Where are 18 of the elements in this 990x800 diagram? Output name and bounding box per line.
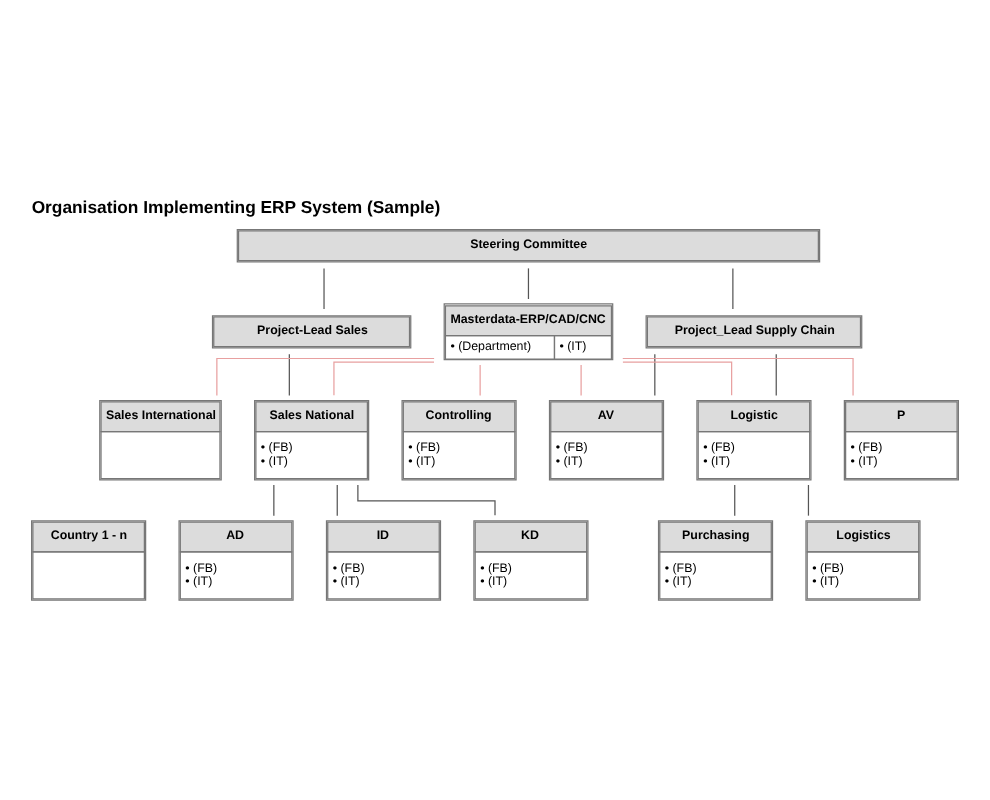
- connector: [622, 357, 854, 397]
- connector: [654, 353, 656, 397]
- connector: [323, 267, 325, 310]
- connector: [807, 484, 810, 517]
- connector: [732, 267, 734, 310]
- connector: [734, 484, 736, 517]
- diagram-title: Organisation Implementing ERP System (Sample): [31, 196, 441, 217]
- connector: [357, 484, 496, 516]
- connector: [527, 267, 530, 300]
- connector: [622, 361, 733, 396]
- connector: [333, 361, 435, 396]
- connector: [479, 364, 481, 396]
- connector: [580, 364, 582, 396]
- connector: [273, 484, 275, 517]
- connector: [336, 484, 338, 517]
- connector: [775, 353, 777, 397]
- connector: [288, 353, 290, 397]
- connector: [216, 357, 435, 397]
